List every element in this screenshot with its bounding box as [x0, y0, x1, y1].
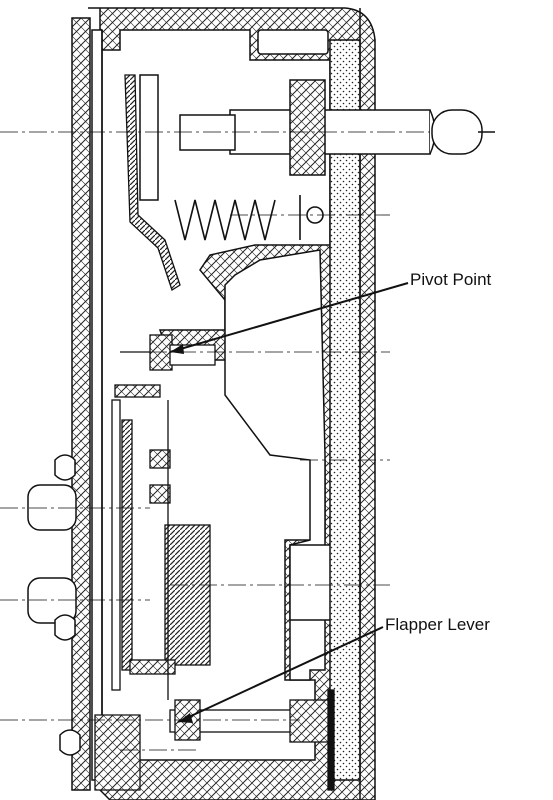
pivot-point-label: Pivot Point — [410, 270, 492, 289]
front-panel — [71, 17, 103, 791]
diaphragm-link — [124, 74, 181, 291]
bellows-stack — [111, 384, 211, 700]
pivot-point-leader — [169, 282, 409, 354]
drive-shaft — [139, 74, 495, 201]
flapper-lever-label: Flapper Lever — [385, 615, 490, 634]
spring — [174, 195, 324, 241]
inlet-fittings — [27, 454, 81, 756]
centerlines — [0, 131, 430, 751]
flapper-screw — [94, 689, 335, 791]
flapper-lever-leader — [177, 626, 384, 723]
